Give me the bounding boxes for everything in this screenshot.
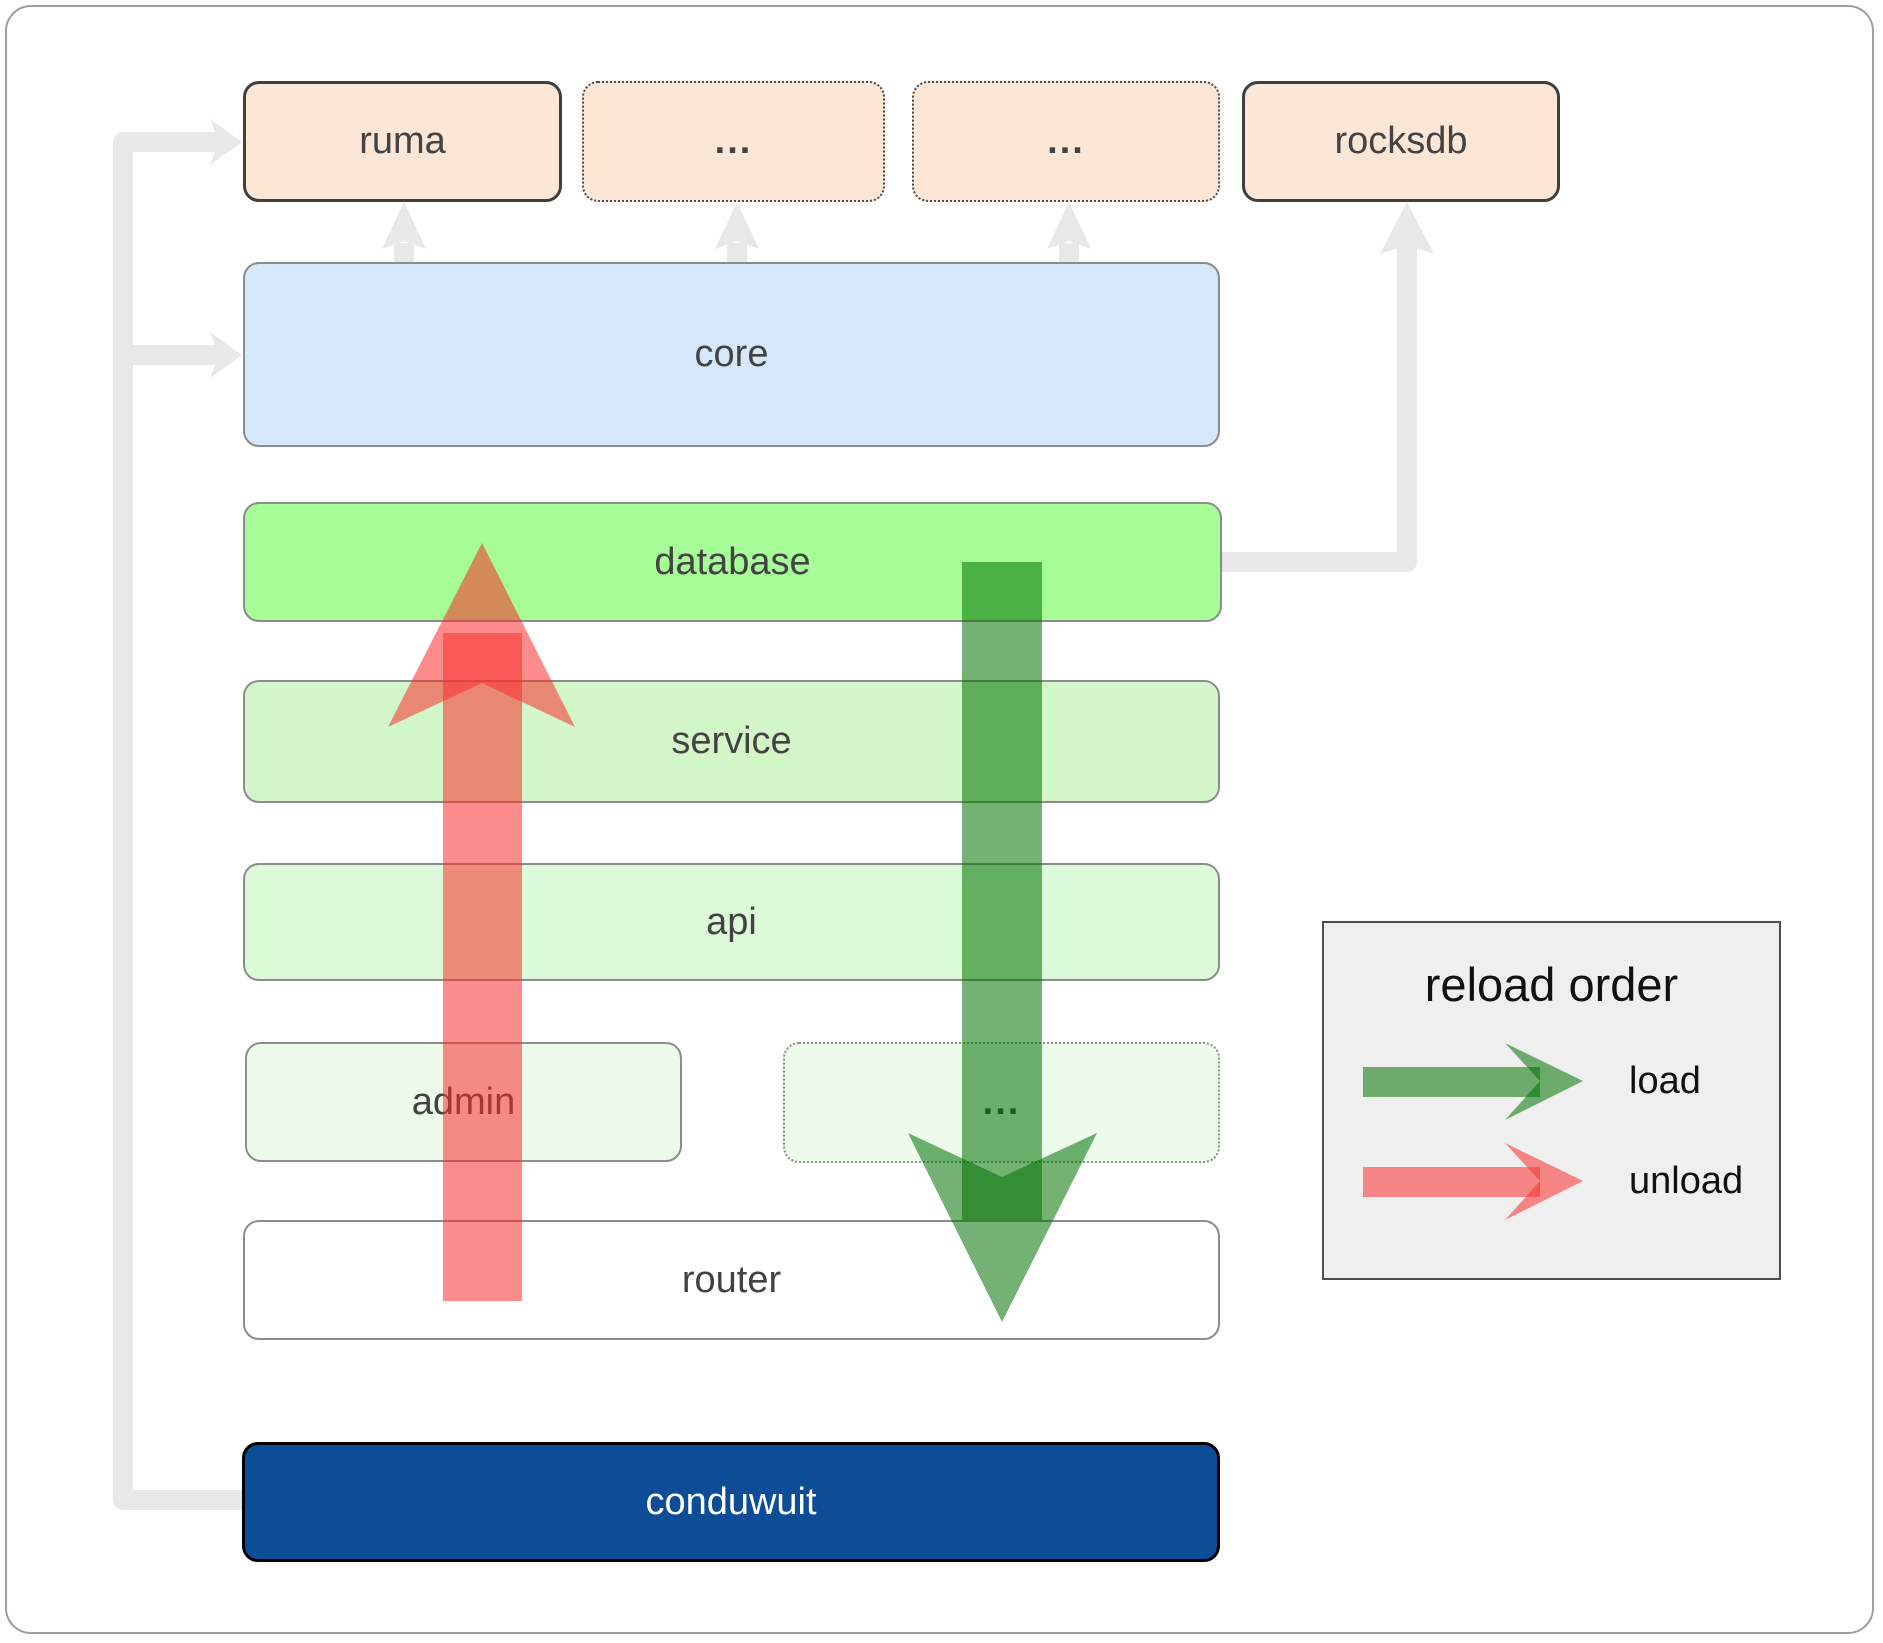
legend-label-load: load (1629, 1060, 1701, 1102)
box-crates-ellipsis-2-label: ... (1047, 120, 1085, 162)
legend-label-unload: unload (1629, 1160, 1744, 1202)
box-services-ellipsis-label: ... (982, 1081, 1021, 1123)
outer-frame (5, 5, 1874, 1634)
box-api: api (243, 863, 1220, 981)
box-api-label: api (706, 900, 757, 943)
box-crates-ellipsis-1: ... (582, 81, 885, 202)
box-crates-ellipsis-1-label: ... (714, 120, 753, 162)
box-router-label: router (681, 1258, 782, 1301)
box-core: core (243, 262, 1220, 447)
box-database: database (243, 502, 1222, 622)
box-router: router (243, 1220, 1220, 1340)
legend-title: reload order (1424, 958, 1679, 1011)
box-admin: admin (245, 1042, 682, 1162)
box-services-ellipsis: ... (783, 1042, 1220, 1163)
box-ruma: ruma (243, 81, 562, 202)
box-database-label: database (654, 540, 811, 583)
box-rocksdb: rocksdb (1242, 81, 1560, 202)
box-core-label: core (694, 333, 769, 375)
box-ruma-label: ruma (359, 120, 446, 162)
box-admin-label: admin (411, 1080, 516, 1123)
legend: reload order load unload (1322, 921, 1781, 1280)
box-conduwuit: conduwuit (242, 1442, 1220, 1562)
box-rocksdb-label: rocksdb (1334, 120, 1468, 162)
box-crates-ellipsis-2: ... (912, 81, 1220, 202)
box-conduwuit-label: conduwuit (645, 1480, 817, 1523)
box-service: service (243, 680, 1220, 803)
box-service-label: service (671, 720, 792, 762)
